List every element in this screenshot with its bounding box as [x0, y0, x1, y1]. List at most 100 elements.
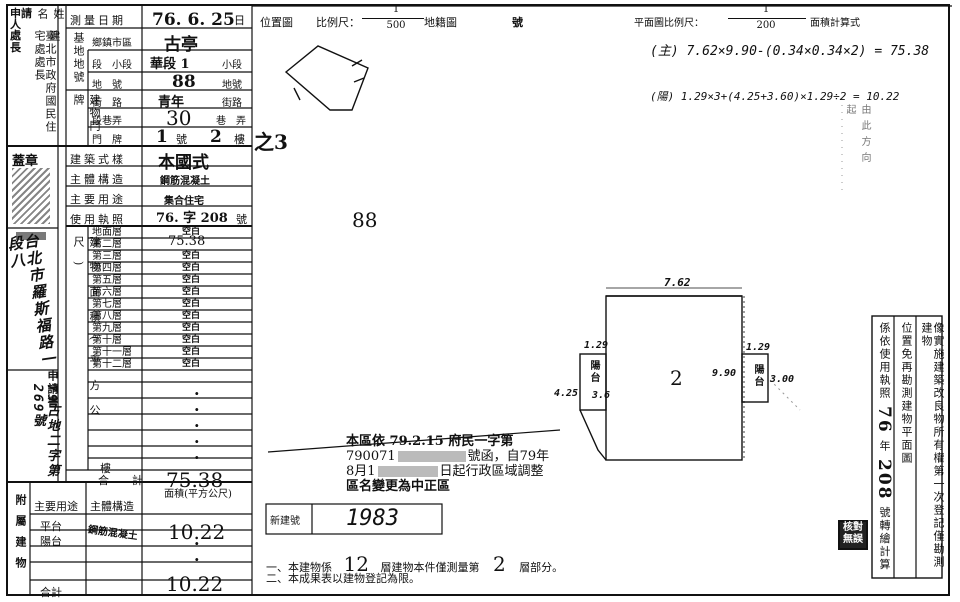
annex-row-1-area: 10.22 — [168, 520, 226, 544]
plan-dim-left-3: 3.6 — [592, 390, 611, 401]
applicant-header: 申請人 — [10, 7, 32, 31]
section-value: 華段 1 — [150, 57, 190, 72]
applicant-side-char: 建 — [48, 30, 61, 43]
district-label: 鄉鎮市區 — [92, 38, 132, 49]
location-scale-bar — [362, 18, 424, 19]
notice-redaction — [397, 451, 466, 462]
lot-value: 88 — [172, 72, 196, 92]
plan-dim-mid: 9.90 — [712, 368, 737, 379]
footer-note-1-prefix: 一、本建物係 — [266, 561, 332, 574]
use-label: 主要用途 — [70, 193, 126, 206]
floor-label: 第六層 — [92, 287, 122, 298]
applicant-name-label: 姓名 — [36, 8, 65, 21]
application-label: 申請書 — [46, 370, 59, 409]
survey-result-sheet — [6, 4, 950, 596]
plan-scale-bar — [728, 18, 806, 19]
annex-row-1-use: 平台 — [40, 520, 62, 533]
structure-value: 鋼筋混凝土 — [160, 176, 210, 187]
floor-area-value: 空白 — [182, 299, 201, 309]
date-value: 76. 6. 25 — [152, 10, 235, 30]
plan-scale-label: 平面圖比例尺： — [634, 18, 704, 29]
right-box-license-no: 208 — [874, 458, 894, 501]
street-unit: 街路 — [222, 98, 242, 109]
applicant-org: 臺北市政府國民住宅處處長 — [33, 30, 57, 134]
notice-line-3: 8月1 — [346, 464, 376, 479]
use-value: 集合住宅 — [164, 196, 204, 207]
floor-area-value: 空白 — [182, 275, 201, 285]
annex-row-2-area: · — [194, 534, 200, 553]
notice-line-4: 區名變更為中正區 — [346, 479, 451, 494]
floor-area-value: 空白 — [182, 287, 201, 297]
floor-label: 第九層 — [92, 323, 122, 334]
new-building-number: 1983 — [346, 506, 399, 531]
floor-label: 第七層 — [92, 299, 122, 310]
section-unit: 小段 — [222, 60, 242, 71]
license-value: 76. 字 208 — [156, 211, 228, 226]
style-value: 本國式 — [158, 153, 209, 173]
street-label: 街 路 — [92, 98, 122, 109]
district-value: 古亭 — [164, 35, 198, 55]
floor-label: 第四層 — [92, 263, 122, 274]
footer-note-2: 二、本成果表以建物登記為限。 — [266, 572, 420, 585]
faint-marks: 由此方向起 — [844, 104, 870, 168]
number-unit-2: 樓 — [234, 133, 245, 146]
annex-dot: · — [194, 550, 200, 569]
location-lot-number: 88 — [352, 208, 378, 232]
location-map-label: 地籍圖 — [424, 16, 457, 29]
floor-label: 第五層 — [92, 275, 122, 286]
floor-label: 第三層 — [92, 251, 122, 262]
floor-blank-dot: · — [194, 400, 200, 419]
floor-blank-dot: · — [194, 432, 200, 451]
right-box-col-1-text: 係依使用執照 — [878, 322, 891, 400]
floor-label: 地面層 — [92, 227, 122, 238]
base-lot-label: 基地地號 — [72, 32, 85, 84]
floors-col-label: 樓 — [100, 462, 111, 475]
door-label: 建物門牌 — [72, 94, 101, 133]
new-building-label: 新建號 — [270, 516, 300, 527]
lane-label: 段巷弄 — [92, 116, 122, 127]
floor-blank-dot: · — [194, 416, 200, 435]
floors-group-label: 建物面積(平方公尺) — [72, 236, 101, 430]
style-label: 建築式樣 — [70, 153, 126, 166]
notice-line-2b: 號函，自79年 — [467, 449, 550, 464]
floor-label: 第十二層 — [92, 359, 132, 370]
footer-note-1-suffix: 層部分。 — [519, 561, 564, 574]
floor-area-value: 空白 — [182, 359, 201, 369]
date-label: 測量日期 — [70, 14, 126, 27]
floor-area-value: 空白 — [182, 251, 201, 261]
floor-area-value: 空白 — [182, 227, 201, 237]
applicant-title: 處長 — [10, 29, 21, 54]
location-map-title: 位置圖 — [260, 16, 293, 29]
number-unit-1: 號 — [176, 133, 187, 146]
notice-line-1: 本區依 79.2.15 府民一字第 — [346, 434, 514, 449]
plan-dim-top: 7.62 — [664, 276, 691, 289]
location-map-lot — [284, 45, 369, 111]
annex-row-2-use: 陽台 — [40, 535, 62, 548]
plan-left-balcony-label: 陽台 — [588, 360, 599, 384]
seal-residue — [16, 232, 46, 240]
right-box-col-3: 像實施建築改良物所有權第一次登記僅勘測建物 — [920, 322, 945, 569]
plan-dim-left-2: 4.25 — [554, 388, 579, 399]
plan-dim-right-1: 1.29 — [746, 342, 771, 353]
annex-use-header: 主要用途 — [34, 500, 78, 513]
location-number-label: 號 — [512, 16, 523, 29]
license-label: 使用執照 — [70, 213, 126, 226]
lot-unit: 地號 — [222, 80, 242, 91]
location-scale-label: 比例尺： — [316, 16, 360, 29]
right-box-year-unit: 年 — [878, 439, 891, 453]
notice-redaction-2 — [377, 466, 438, 477]
license-unit: 號 — [236, 213, 247, 226]
number-extra: 之3 — [254, 130, 288, 154]
floors-total-value: 75.38 — [166, 468, 224, 492]
right-box-year: 76 — [874, 406, 894, 434]
floor-label: 第八層 — [92, 311, 122, 322]
right-box-col-2: 位置免再勘測建物平面圖 — [900, 322, 913, 465]
right-box-col-1: 係依使用執照76年208號轉繪計算 — [874, 322, 894, 574]
floor-area-value: 空白 — [182, 263, 201, 273]
footer-note-1-floor: 2 — [492, 552, 506, 576]
section-label: 段 小段 — [92, 60, 132, 71]
number-value-2: 2 — [210, 127, 222, 147]
